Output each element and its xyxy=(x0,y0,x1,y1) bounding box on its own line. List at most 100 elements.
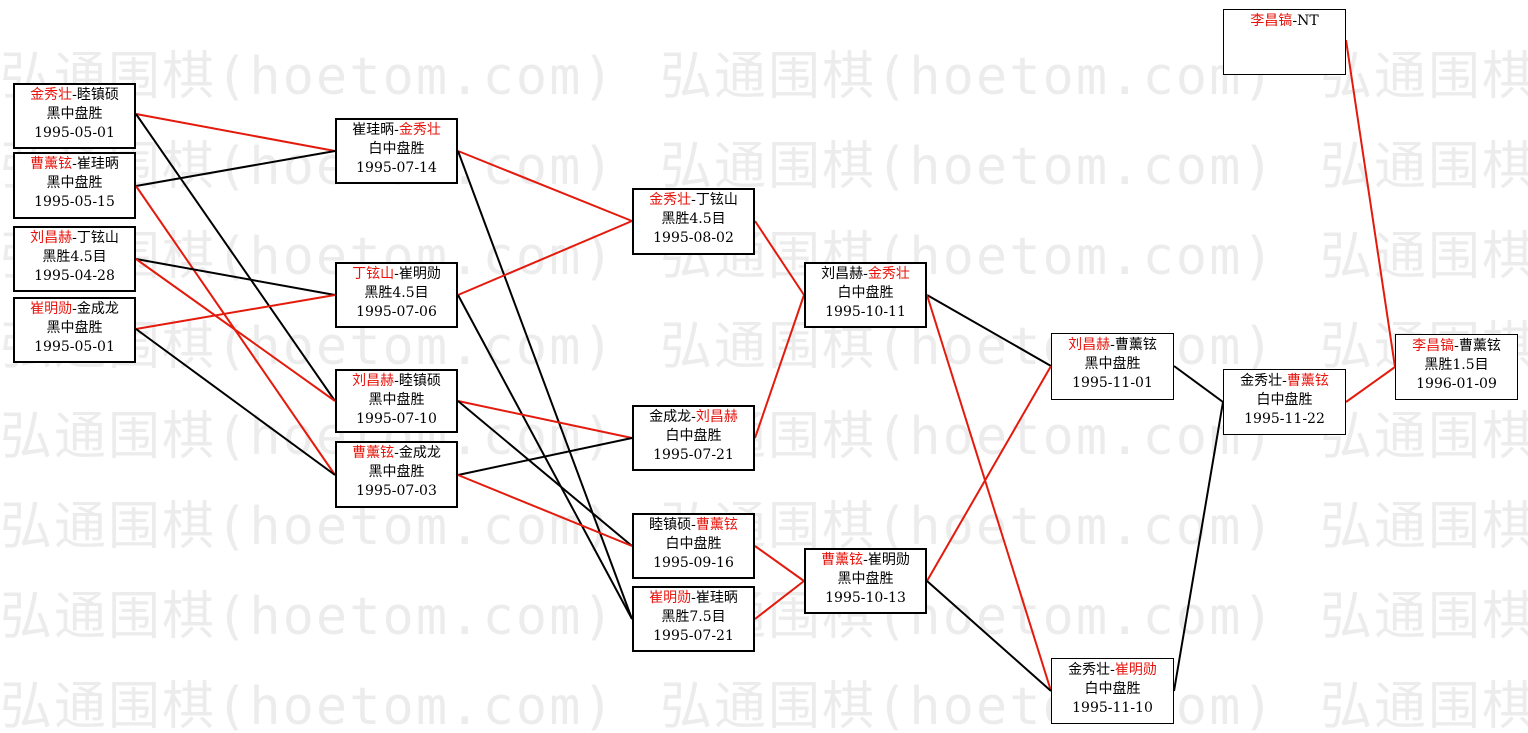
game-result: 黑胜7.5目 xyxy=(661,609,726,625)
players-separator: - xyxy=(691,517,696,533)
players-separator: - xyxy=(691,590,696,606)
player-two: 睦镇硕 xyxy=(76,87,119,103)
players-separator: - xyxy=(1282,373,1287,389)
game-players: 金秀壮-睦镇硕 xyxy=(15,86,134,105)
player-one: 崔明勋 xyxy=(30,301,73,317)
winner-connector xyxy=(754,545,805,582)
game-result: 黑中盘胜 xyxy=(46,320,103,336)
game-result: 黑胜4.5目 xyxy=(661,211,726,227)
game-box: 曹薰铉-崔珪昞黑中盘胜 1995-05-15 xyxy=(13,152,136,219)
game-players: 刘昌赫-睦镇硕 xyxy=(337,372,456,391)
player-two: 崔珪昞 xyxy=(76,156,119,172)
player-one: 刘昌赫 xyxy=(352,373,395,389)
game-date: 1995-07-14 xyxy=(356,160,437,176)
game-players: 曹薰铉-崔珪昞 xyxy=(15,155,134,174)
winner-connector xyxy=(457,474,633,547)
game-result: 白中盘胜 xyxy=(368,141,425,157)
player-two: 金秀壮 xyxy=(867,266,910,282)
game-players: 金秀壮-曹薰铉 xyxy=(1224,372,1345,391)
players-separator: - xyxy=(394,122,399,138)
game-players: 睦镇硕-曹薰铉 xyxy=(634,516,753,535)
game-result: 黑胜4.5目 xyxy=(42,249,107,265)
loser-connector xyxy=(135,113,336,402)
game-date: 1995-05-01 xyxy=(34,339,115,355)
winner-connector xyxy=(457,400,633,439)
players-separator: - xyxy=(1110,337,1115,353)
game-date: 1995-11-10 xyxy=(1072,700,1153,716)
game-date: 1996-01-09 xyxy=(1416,376,1497,392)
game-result: 黑中盘胜 xyxy=(46,175,103,191)
game-players: 李昌镐-曹薰铉 xyxy=(1396,337,1517,356)
game-players: 刘昌赫-曹薰铉 xyxy=(1052,336,1173,355)
player-one: 刘昌赫 xyxy=(821,266,864,282)
player-two: 崔明勋 xyxy=(1114,662,1157,678)
players-separator: - xyxy=(1292,13,1298,29)
game-players: 崔珪昞-金秀壮 xyxy=(337,121,456,140)
game-result: 白中盘胜 xyxy=(1084,681,1141,697)
winner-connector xyxy=(1345,39,1396,368)
game-result: 黑中盘胜 xyxy=(46,106,103,122)
winner-connector xyxy=(926,365,1052,582)
game-date: 1995-05-15 xyxy=(34,194,115,210)
player-one: 曹薰铉 xyxy=(821,552,864,568)
game-box: 金秀壮-崔明勋白中盘胜 1995-11-10 xyxy=(1051,658,1174,724)
game-result: 黑中盘胜 xyxy=(837,571,894,587)
loser-connector xyxy=(926,294,1052,367)
game-result: 黑胜4.5目 xyxy=(364,285,429,301)
player-two: 金成龙 xyxy=(398,445,441,461)
game-players: 李昌镐-NT xyxy=(1224,12,1345,31)
players-separator: - xyxy=(1110,662,1115,678)
loser-connector xyxy=(1173,365,1224,403)
loser-connector xyxy=(135,258,336,296)
game-date: 1995-07-10 xyxy=(356,411,437,427)
player-one: 曹薰铉 xyxy=(352,445,395,461)
game-players: 刘昌赫-金秀壮 xyxy=(806,265,925,284)
winner-connector xyxy=(754,294,805,439)
game-date: 1995-05-01 xyxy=(34,125,115,141)
player-two: 曹薰铉 xyxy=(1286,373,1329,389)
players-separator: - xyxy=(691,409,696,425)
player-two: 刘昌赫 xyxy=(695,409,738,425)
player-two: 金成龙 xyxy=(76,301,119,317)
winner-connector xyxy=(457,150,633,222)
players-separator: - xyxy=(72,87,77,103)
player-one: 李昌镐 xyxy=(1250,13,1293,29)
winner-connector xyxy=(135,294,336,330)
player-two: 崔明勋 xyxy=(398,266,441,282)
player-two: 睦镇硕 xyxy=(398,373,441,389)
player-two: 崔明勋 xyxy=(867,552,910,568)
player-two: 曹薰铉 xyxy=(1458,338,1501,354)
game-result: 黑中盘胜 xyxy=(1084,356,1141,372)
game-date: 1995-11-01 xyxy=(1072,375,1153,391)
player-one: 金成龙 xyxy=(649,409,692,425)
loser-connector xyxy=(457,150,633,620)
game-players: 金秀壮-崔明勋 xyxy=(1052,661,1173,680)
game-players: 崔明勋-崔珪昞 xyxy=(634,589,753,608)
winner-connector xyxy=(457,220,633,296)
game-box: 金秀壮-睦镇硕黑中盘胜 1995-05-01 xyxy=(13,83,136,149)
player-one: 崔明勋 xyxy=(649,590,692,606)
game-box: 李昌镐-NT xyxy=(1223,9,1346,75)
loser-connector xyxy=(926,580,1052,692)
winner-connector xyxy=(135,258,336,402)
winner-connector xyxy=(754,580,805,620)
game-players: 金成龙-刘昌赫 xyxy=(634,408,753,427)
player-two: 金秀壮 xyxy=(398,122,441,138)
player-two: 丁铉山 xyxy=(695,192,738,208)
loser-connector xyxy=(135,150,336,187)
player-two: NT xyxy=(1297,13,1319,29)
player-two: 曹薰铉 xyxy=(695,517,738,533)
loser-connector xyxy=(1173,401,1224,692)
game-players: 崔明勋-金成龙 xyxy=(15,300,134,319)
player-one: 崔珪昞 xyxy=(352,122,395,138)
